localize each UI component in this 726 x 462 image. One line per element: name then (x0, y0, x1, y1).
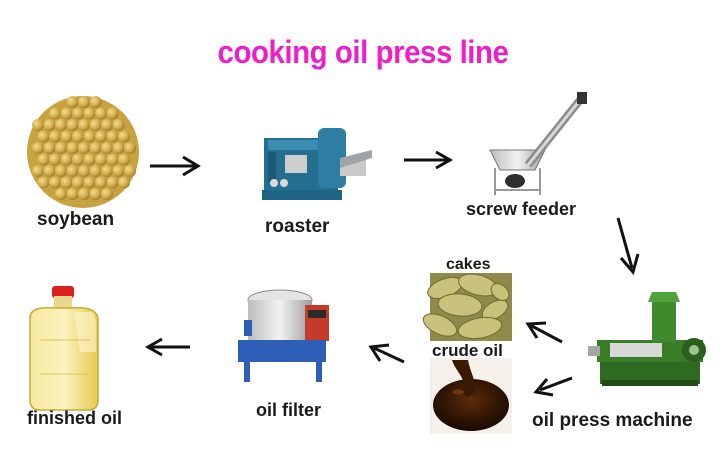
step-label-oil-filter: oil filter (256, 400, 322, 420)
arrow-soybean-to-roaster (150, 155, 201, 177)
step-label-screw-feeder: screw feeder (466, 199, 577, 219)
arrow-press-to-cakes (525, 321, 563, 344)
oil-bottle-icon (29, 286, 99, 411)
oil-press-machine-icon (588, 292, 706, 386)
diagram-title: cooking oil press line (217, 34, 509, 70)
roaster-machine-icon (262, 128, 372, 200)
crude-oil-icon (430, 358, 512, 434)
soybeans-icon (27, 96, 139, 208)
arrow-filter-to-finished-oil (144, 337, 190, 357)
oil-cakes-icon (422, 273, 512, 341)
arrow-roaster-to-screw-feeder (404, 150, 454, 170)
arrow-crude-oil-to-filter (368, 343, 405, 364)
step-label-finished-oil: finished oil (27, 408, 123, 428)
step-label-roaster: roaster (265, 216, 330, 237)
screw-feeder-icon (489, 92, 587, 195)
step-label-crude-oil: crude oil (432, 341, 503, 360)
step-label-cakes: cakes (446, 256, 491, 273)
oil-filter-icon (238, 289, 329, 382)
step-label-oil-press-machine: oil press machine (532, 410, 693, 431)
step-label-soybean: soybean (37, 209, 115, 230)
arrow-press-to-crude-oil (533, 376, 573, 397)
arrow-screw-feeder-to-press (616, 217, 640, 276)
